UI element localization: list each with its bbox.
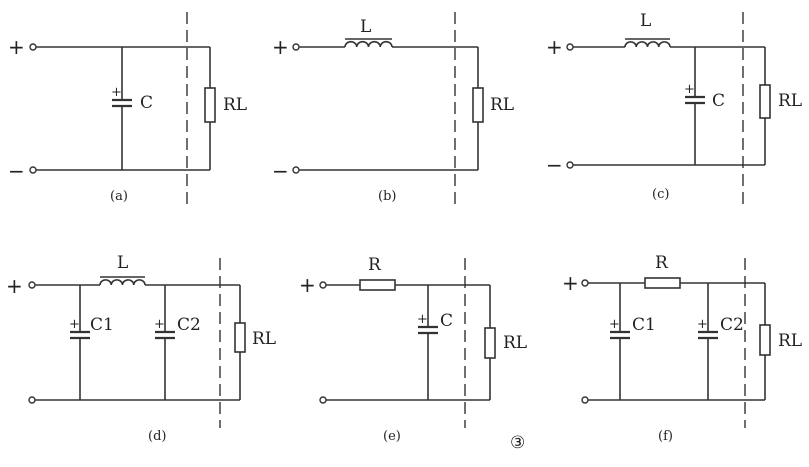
circuit-b: + − L RL (b) [272, 12, 514, 205]
terminal-icon [29, 43, 37, 51]
circuit-a: + − + C RL (a) [8, 12, 247, 205]
caption-d: (d) [148, 429, 166, 444]
inductor-icon [624, 41, 671, 48]
terminal-icon [28, 281, 36, 289]
capacitor-polarity: + [417, 312, 428, 327]
terminal-icon [28, 396, 36, 404]
resistor-label: R [655, 253, 669, 273]
capacitor-polarity: + [697, 317, 708, 332]
minus-terminal-label: − [8, 159, 25, 183]
terminal-icon [319, 281, 327, 289]
caption-e: (e) [383, 429, 401, 444]
resistor-icon [644, 277, 681, 289]
caption-a: (a) [110, 189, 128, 204]
resistor-icon [359, 279, 396, 291]
terminal-icon [292, 43, 300, 51]
inductor-label: L [640, 11, 651, 31]
figure-number: ③ [510, 433, 525, 453]
caption-c: (c) [652, 187, 669, 202]
terminal-icon [566, 161, 574, 169]
resistor-label: R [368, 255, 382, 275]
plus-terminal-label: + [8, 35, 25, 59]
load-resistor-icon [204, 87, 216, 123]
caption-f: (f) [658, 429, 673, 444]
terminal-icon [581, 279, 589, 287]
load-label: RL [778, 91, 802, 111]
minus-terminal-label: − [272, 159, 289, 183]
capacitor-label: C1 [632, 315, 656, 335]
plus-terminal-label: + [546, 35, 563, 59]
load-label: RL [778, 331, 802, 351]
load-resistor-icon [234, 322, 246, 353]
load-label: RL [223, 95, 247, 115]
capacitor-polarity: + [69, 317, 80, 332]
capacitor-polarity: + [684, 82, 695, 97]
load-resistor-icon [472, 87, 484, 123]
capacitor-label: C2 [720, 315, 744, 335]
capacitor-label: C [712, 91, 725, 111]
capacitor-polarity: + [111, 85, 122, 100]
terminal-icon [29, 166, 37, 174]
capacitor-label: C [440, 311, 453, 331]
circuit-e: + R + C RL (e) [299, 255, 527, 444]
inductor-icon [344, 40, 393, 48]
inductor-icon [99, 279, 146, 286]
capacitor-polarity: + [609, 317, 620, 332]
terminal-icon [566, 43, 574, 51]
minus-terminal-label: − [546, 153, 563, 177]
capacitor-polarity: + [154, 317, 165, 332]
load-label: RL [490, 95, 514, 115]
circuit-c: + − L + C RL (c) [546, 11, 802, 205]
capacitor-label: C2 [177, 315, 201, 335]
plus-terminal-label: + [562, 271, 579, 295]
load-label: RL [503, 333, 527, 353]
load-resistor-icon [759, 324, 771, 356]
inductor-label: L [117, 253, 128, 273]
capacitor-label: C1 [90, 315, 114, 335]
capacitor-label: C [140, 93, 153, 113]
plus-terminal-label: + [6, 274, 23, 298]
terminal-icon [319, 396, 327, 404]
terminal-icon [292, 166, 300, 174]
load-resistor-icon [484, 327, 496, 359]
plus-terminal-label: + [272, 35, 289, 59]
caption-b: (b) [378, 189, 396, 204]
load-label: RL [252, 329, 276, 349]
terminal-icon [581, 396, 589, 404]
plus-terminal-label: + [299, 273, 316, 297]
inductor-label: L [360, 17, 371, 37]
load-resistor-icon [759, 84, 771, 119]
